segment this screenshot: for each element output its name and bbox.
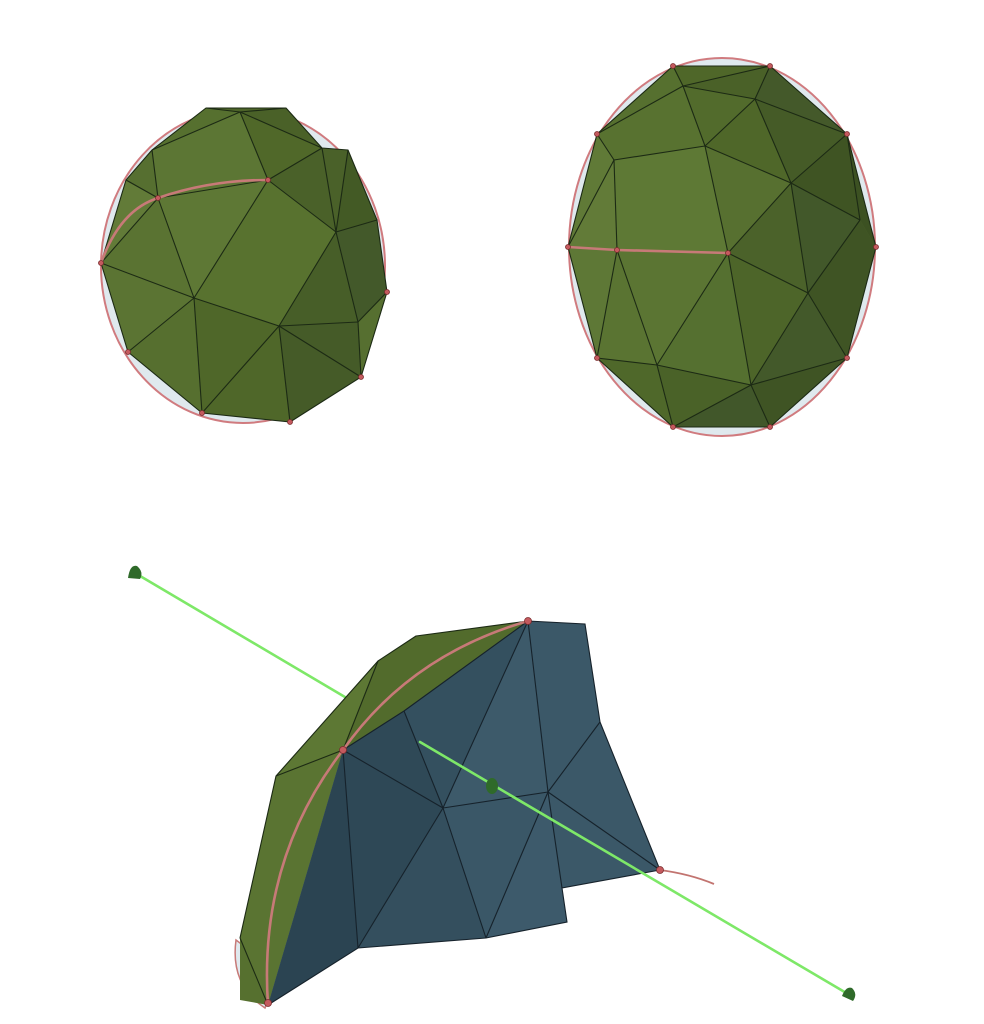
bottom-edges: [239, 620, 661, 1006]
facets-right: [568, 66, 876, 427]
axis-endpoint-marker-top: [128, 565, 142, 579]
axis-center-marker: [486, 778, 498, 794]
vertices-left: [98, 177, 390, 425]
edges-right: [567, 65, 877, 428]
view-bottom: [128, 565, 856, 1010]
blue-facets: [268, 621, 660, 1005]
axis-endpoint-marker-bottom: [842, 987, 856, 1001]
rotation-axis-back: [133, 571, 352, 702]
cut-curve-tail: [659, 869, 715, 885]
edges-left: [100, 107, 388, 423]
vertices-bottom: [264, 617, 664, 1007]
view-top-right: [565, 57, 879, 437]
vertices-right: [565, 63, 879, 430]
view-top-left: [98, 107, 390, 425]
